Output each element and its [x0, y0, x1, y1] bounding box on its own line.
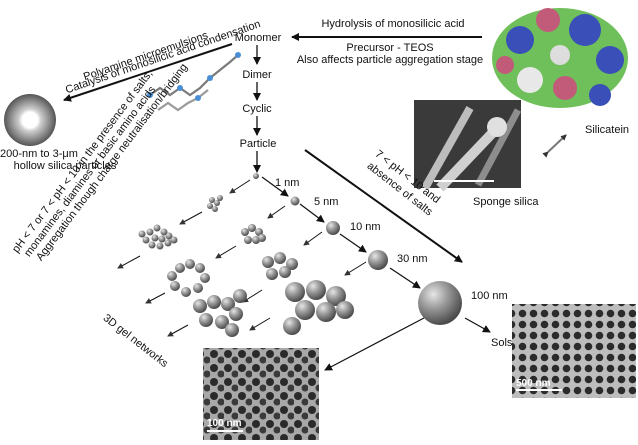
aggregation-label: Also affects particle aggregation stage — [296, 54, 484, 66]
hollow-label-line1: 200-nm to 3-μm — [0, 148, 78, 160]
hollow-silica-sphere — [4, 94, 56, 146]
arrow-sponge-silicatein — [542, 134, 567, 158]
particle-100nm — [418, 281, 462, 325]
pathway-monomer: Monomer — [234, 32, 282, 44]
tem-gel-image — [203, 348, 319, 440]
aggregate-cluster-5 — [262, 252, 298, 280]
particle-30nm — [368, 250, 388, 270]
arrow-growth-30-100 — [389, 267, 421, 289]
arrow-to-hollow — [63, 43, 233, 102]
arrow-growth-1-5 — [261, 176, 289, 197]
hollow-label-line2: hollow silica particles — [13, 160, 117, 172]
pathway-dimer: Dimer — [242, 69, 272, 81]
particle-1nm — [253, 173, 259, 179]
arrow-no-salt-path — [304, 149, 463, 263]
sponge-silica-label: Sponge silica — [473, 196, 539, 208]
tem-sols-image — [512, 304, 636, 398]
size-30nm: 30 nm — [397, 253, 428, 265]
aggregation-arrows — [117, 179, 367, 337]
aggregate-cluster-7 — [283, 280, 354, 335]
aggregate-cluster-6 — [193, 289, 247, 337]
size-10nm: 10 nm — [350, 221, 381, 233]
aggregate-cluster-2 — [138, 224, 178, 250]
aggregate-cluster-4 — [167, 259, 210, 297]
size-100nm: 100 nm — [471, 290, 508, 302]
pathway-particle: Particle — [239, 138, 277, 150]
scalebar-100nm: 100 nm — [207, 418, 242, 429]
sols-label: Sols — [491, 337, 513, 349]
arrow-to-sols — [464, 317, 491, 333]
scalebar-500nm: 500 nm — [516, 378, 551, 389]
arrow-growth-5-10 — [299, 203, 325, 223]
particle-10nm — [326, 221, 340, 235]
size-5nm: 5 nm — [314, 196, 339, 208]
silicatein-label: Silicatein — [585, 124, 630, 136]
particle-5nm — [290, 196, 300, 206]
arrow-growth-10-30 — [339, 233, 367, 253]
sponge-silica-image — [414, 100, 522, 192]
arrow-to-tem — [324, 317, 425, 371]
aggregate-cluster-1 — [207, 195, 223, 212]
hydrolysis-label: Hydrolysis of monosilicic acid — [321, 18, 465, 30]
pathway-cyclic: Cyclic — [242, 103, 272, 115]
polyamine-molecule — [147, 52, 241, 112]
aggregate-cluster-3 — [241, 224, 266, 244]
precursor-label: Precursor - TEOS — [346, 42, 434, 54]
silicatein-protein — [492, 8, 628, 108]
size-1nm: 1 nm — [275, 177, 300, 189]
